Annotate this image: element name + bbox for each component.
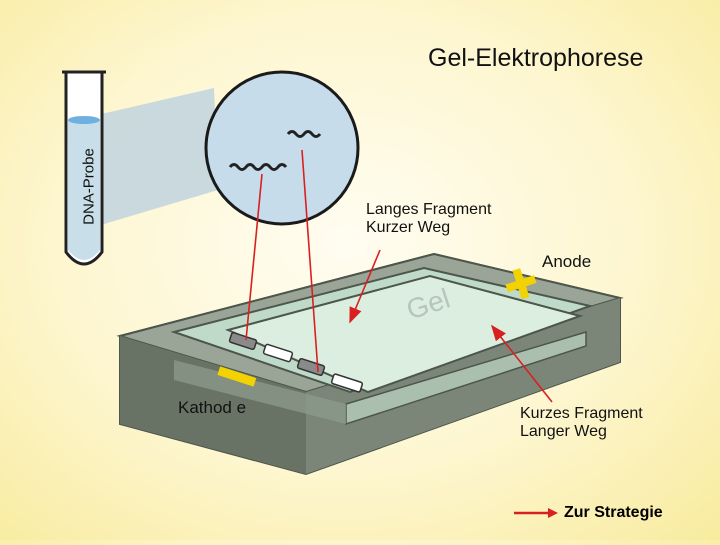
magnification-cone	[84, 88, 218, 230]
arrow-right-icon	[514, 508, 558, 518]
cathode-label: Kathod e	[178, 398, 247, 417]
short-fragment-line-2: Langer Weg	[520, 423, 607, 440]
pointer-line-short-strand	[301, 149, 319, 373]
strategy-link-label[interactable]: Zur Strategie	[564, 504, 663, 521]
anode-label: Anode	[542, 252, 592, 271]
short-fragment-arrow	[491, 324, 553, 403]
electrophoresis-tray	[116, 252, 624, 476]
long-fragment-caption: Langes Fragment Kurzer Weg	[366, 201, 491, 237]
long-fragment-line-2: Kurzer Weg	[366, 219, 451, 236]
test-tube	[62, 70, 106, 266]
gel-wells	[228, 331, 364, 393]
long-fragment-arrow	[349, 249, 381, 324]
strategy-link[interactable]: Zur Strategie	[514, 502, 663, 524]
tube-label: DNA-Probe	[80, 148, 98, 225]
long-dna-strand	[228, 163, 288, 171]
anode-plus-sign	[505, 268, 537, 300]
diagram-title: Gel-Elektrophorese	[428, 44, 644, 72]
cathode-minus-sign	[217, 366, 257, 387]
short-fragment-caption: Kurzes Fragment Langer Weg	[520, 405, 643, 441]
short-dna-strand	[286, 130, 322, 138]
pointer-line-long-strand	[245, 173, 263, 341]
short-fragment-line-1: Kurzes Fragment	[520, 405, 643, 422]
long-fragment-line-1: Langes Fragment	[366, 201, 492, 218]
magnifier-circle	[204, 70, 360, 226]
